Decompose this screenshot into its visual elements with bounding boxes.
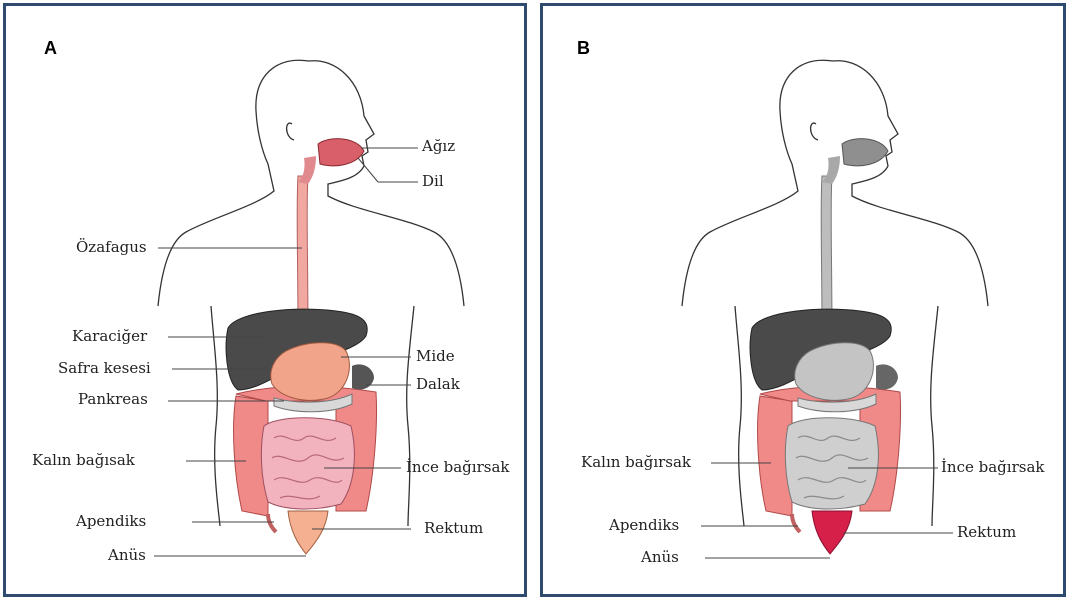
- label-dalak: Dalak: [416, 375, 460, 393]
- label-rektum: Rektum: [957, 523, 1016, 541]
- spleen: [352, 364, 374, 389]
- mouth: [842, 139, 888, 166]
- label-ince-bagirsak: İnce bağırsak: [941, 458, 1044, 476]
- spleen: [876, 364, 898, 389]
- label-pankreas: Pankreas: [78, 390, 148, 408]
- label-agiz: Ağız: [422, 137, 455, 155]
- mouth: [318, 139, 364, 166]
- label-anus: Anüs: [108, 546, 146, 564]
- label-safra-kesesi: Safra kesesi: [58, 359, 151, 377]
- throat: [298, 156, 316, 184]
- appendix: [792, 514, 800, 532]
- small-intestine: [785, 418, 878, 509]
- panel-a: A: [3, 3, 527, 597]
- digestive-system-figure-b: [543, 6, 1063, 594]
- label-ozafagus: Özafagus: [76, 238, 147, 256]
- panel-b: B: [540, 3, 1066, 597]
- label-apendiks: Apendiks: [76, 512, 146, 530]
- label-rektum: Rektum: [424, 519, 483, 537]
- digestive-system-figure-a: [6, 6, 524, 594]
- label-apendiks: Apendiks: [609, 516, 679, 534]
- label-dil: Dil: [422, 172, 444, 190]
- small-intestine: [261, 418, 354, 509]
- label-anus: Anüs: [641, 548, 679, 566]
- label-karaciger: Karaciğer: [72, 327, 147, 345]
- appendix: [268, 514, 276, 532]
- label-kalin-bagirsak: Kalın bağırsak: [581, 453, 691, 471]
- rectum: [288, 511, 328, 554]
- label-kalin-bagisak: Kalın bağısak: [32, 451, 135, 469]
- label-mide: Mide: [416, 347, 455, 365]
- label-ince-bagirsak: İnce bağırsak: [406, 458, 509, 476]
- throat: [822, 156, 840, 184]
